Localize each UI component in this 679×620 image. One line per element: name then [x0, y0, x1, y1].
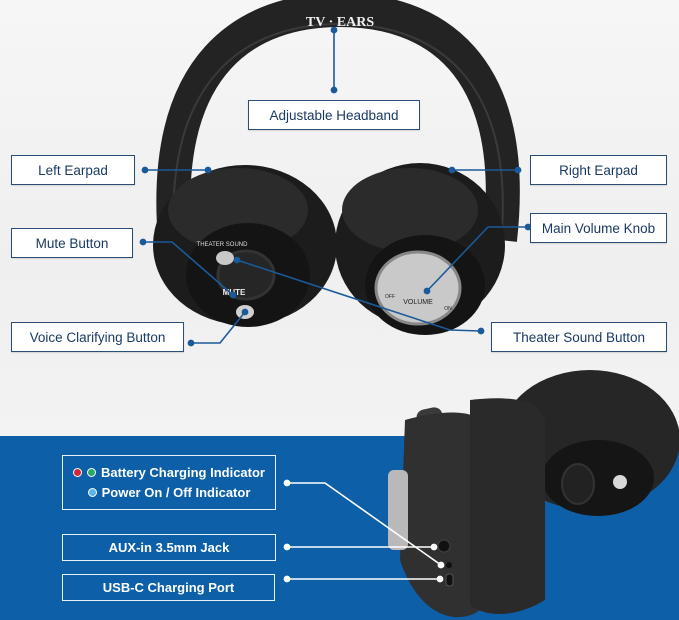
callout-aux-jack: AUX-in 3.5mm Jack — [62, 534, 276, 561]
callout-mute-button: Mute Button — [11, 228, 133, 258]
blue-led-icon — [87, 488, 97, 497]
callout-usb-c-port: USB-C Charging Port — [62, 574, 275, 601]
svg-text:ON: ON — [444, 306, 452, 312]
svg-text:OFF: OFF — [385, 294, 395, 300]
callout-theater-sound-button: Theater Sound Button — [491, 322, 667, 352]
battery-indicator-row: Battery Charging Indicator — [73, 465, 265, 480]
svg-text:VOLUME: VOLUME — [403, 299, 433, 306]
callout-left-earpad: Left Earpad — [11, 155, 135, 185]
svg-text:THEATER SOUND: THEATER SOUND — [197, 242, 249, 248]
battery-charging-indicator-label: Battery Charging Indicator — [101, 465, 265, 480]
callout-voice-clarifying-button: Voice Clarifying Button — [11, 322, 184, 352]
callout-adjustable-headband: Adjustable Headband — [248, 100, 420, 130]
callout-indicators: Battery Charging Indicator Power On / Of… — [62, 455, 276, 510]
theater-sound-button-shape — [216, 251, 234, 265]
front-earcup-shape — [400, 412, 480, 618]
callout-main-volume-knob: Main Volume Knob — [530, 213, 667, 243]
power-indicator-label: Power On / Off Indicator — [101, 485, 251, 500]
volume-knob-shape — [374, 250, 462, 326]
earcushion-shape — [470, 398, 545, 615]
headband-shape — [156, 0, 520, 242]
red-led-icon — [73, 468, 83, 477]
callout-right-earpad: Right Earpad — [530, 155, 667, 185]
brand-logo: TV · EARS — [306, 15, 374, 30]
green-led-icon — [87, 468, 97, 477]
power-indicator-row: Power On / Off Indicator — [87, 485, 251, 500]
